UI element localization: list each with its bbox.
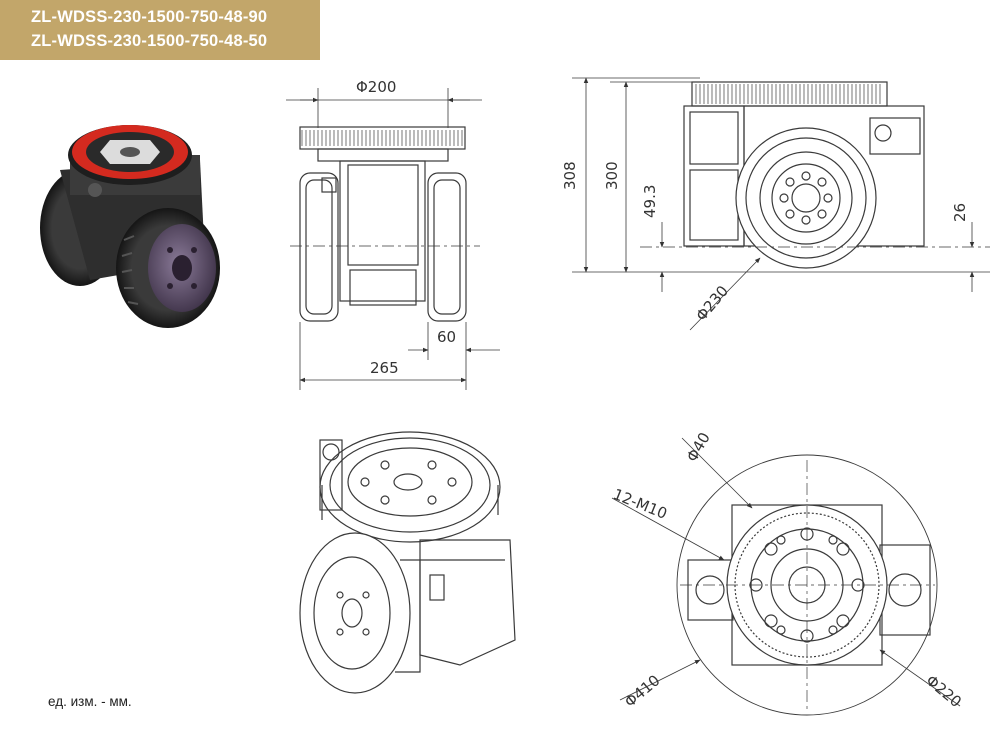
- dim-height-body: 300: [603, 161, 621, 190]
- dim-right-offset: 26: [951, 203, 969, 222]
- model-name-2: ZL-WDSS-230-1500-750-48-50: [31, 32, 268, 50]
- units-note: ед. изм. - мм.: [48, 694, 132, 709]
- model-banner: ZL-WDSS-230-1500-750-48-90 ZL-WDSS-230-1…: [0, 0, 320, 60]
- model-name-1: ZL-WDSS-230-1500-750-48-90: [31, 8, 268, 26]
- front-view: [286, 88, 500, 390]
- dim-front-wheel-width: 60: [437, 328, 456, 346]
- dim-front-diameter: Φ200: [356, 78, 396, 96]
- side-view: [572, 77, 990, 331]
- dim-outer-diameter: Φ410: [621, 671, 664, 711]
- product-photo: [40, 125, 220, 328]
- dim-bolt-pattern: 12-M10: [611, 485, 670, 523]
- top-view: [611, 437, 961, 716]
- dim-hole-diameter: Φ40: [683, 429, 714, 465]
- dim-wheel-diameter: Φ230: [692, 282, 732, 325]
- dim-height-total: 308: [561, 161, 579, 190]
- dim-front-total-width: 265: [370, 359, 399, 377]
- dim-axle-height: 49.3: [641, 185, 659, 218]
- isometric-view: [299, 431, 516, 694]
